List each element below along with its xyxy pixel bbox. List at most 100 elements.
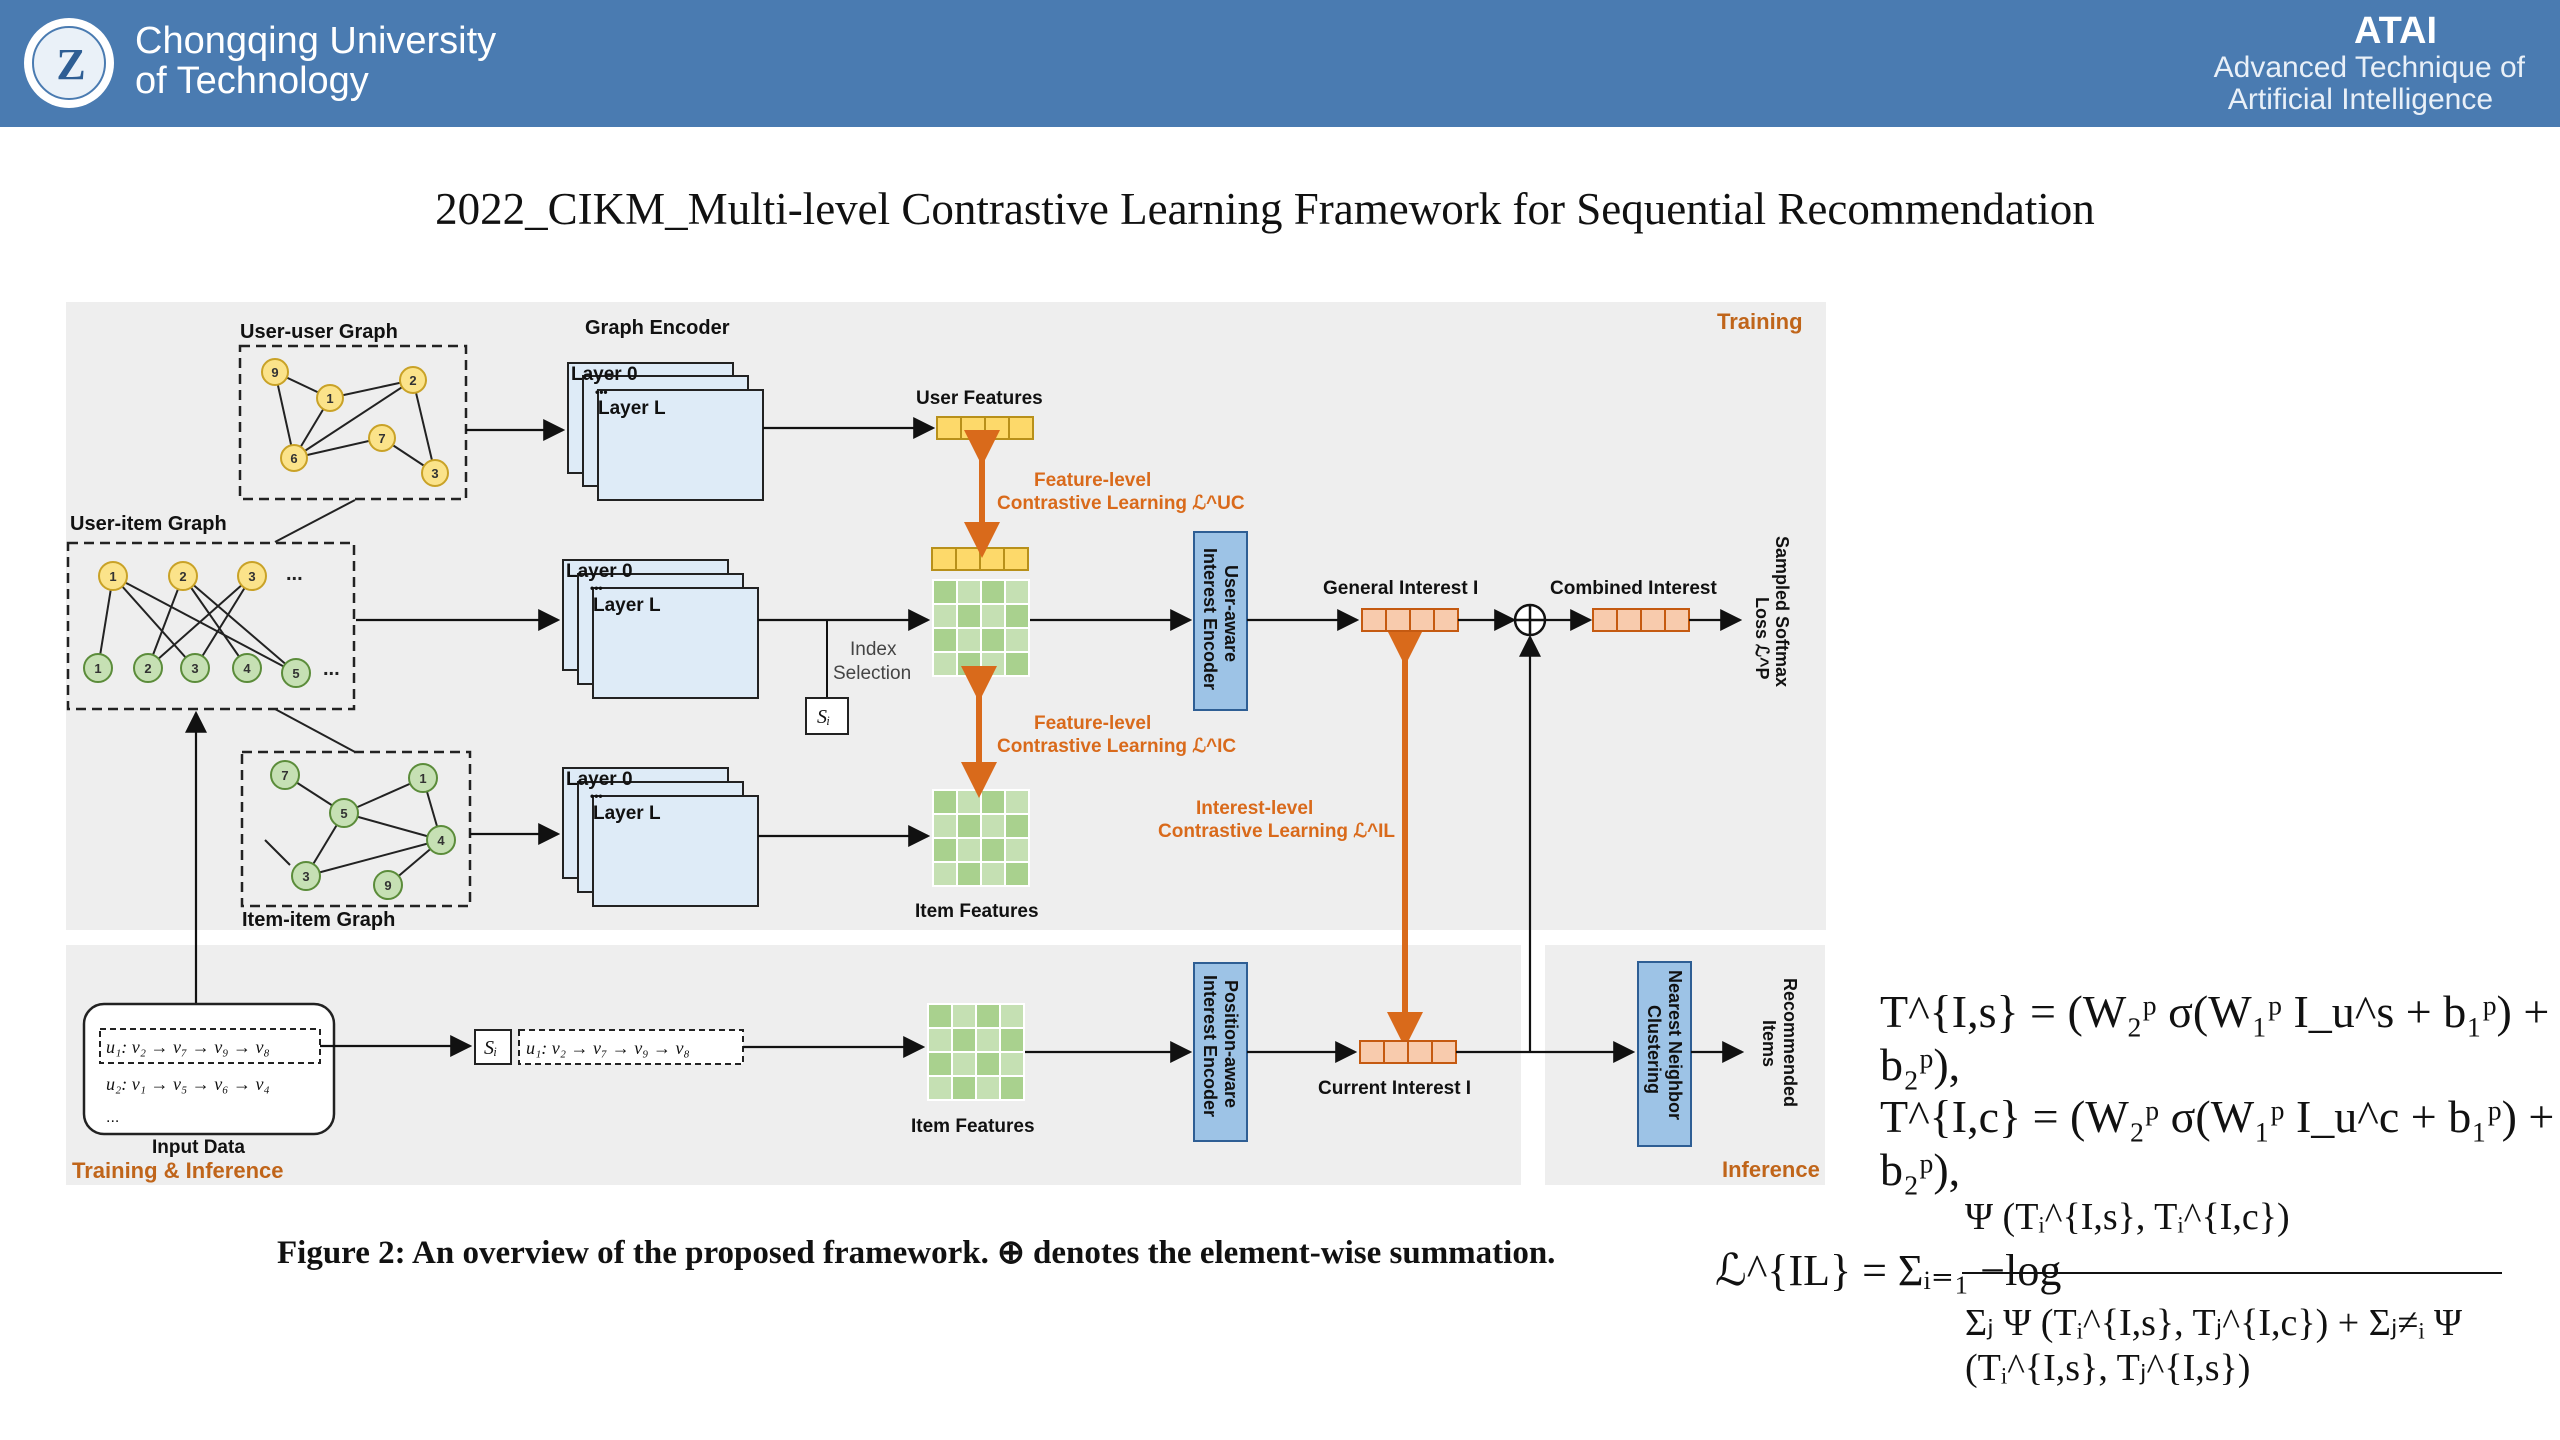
seq-si-label: Sᵢ: [484, 1037, 497, 1059]
matrix-cell: [980, 789, 1006, 815]
middle-user-row: [931, 547, 1029, 571]
matrix-cell: [956, 651, 982, 677]
matrix-cell: [927, 1003, 953, 1029]
matrix-cell: [1004, 861, 1030, 887]
contrastive-il-label: Contrastive Learning ℒ^IL: [1158, 821, 1395, 842]
user-user-graph-label: User-user Graph: [240, 321, 398, 343]
graph-encoder-bottom: [562, 767, 759, 907]
feature-level-uc-label: Feature-level: [1034, 470, 1151, 491]
matrix-cell: [975, 1051, 1001, 1077]
ui-item-ellipsis: ...: [323, 658, 340, 680]
seq-u1-label: u₁: v₂ → v₇ → v₉ → v₈: [526, 1038, 690, 1058]
matrix-cell: [999, 1051, 1025, 1077]
nearest-neighbor-label-2: Clustering: [1644, 1005, 1664, 1094]
combined-interest-label: Combined Interest: [1550, 578, 1717, 599]
item-features-bottom-label: Item Features: [911, 1116, 1035, 1137]
matrix-cell: [932, 651, 958, 677]
current-interest-vector: [1359, 1040, 1457, 1064]
nearest-neighbor-label-1: Nearest Neighbor: [1665, 970, 1685, 1120]
matrix-cell: [980, 627, 1006, 653]
item-features-label: Item Features: [915, 901, 1039, 922]
matrix-cell: [980, 579, 1006, 605]
matrix-cell: [956, 813, 982, 839]
lab-logo-text: ATAI: [2353, 10, 2437, 52]
training-label: Training: [1717, 309, 1803, 334]
matrix-cell: [975, 1003, 1001, 1029]
matrix-cell: [999, 1075, 1025, 1101]
matrix-cell: [956, 627, 982, 653]
layer-dots: •••: [590, 789, 603, 803]
ui-user-node-label: 2: [179, 569, 186, 584]
user-features-vector: [936, 416, 1034, 440]
header-bar: Z Chongqing University of Technology ATA…: [0, 0, 2560, 127]
feature-level-ic-label: Feature-level: [1034, 713, 1151, 734]
matrix-cell: [1004, 813, 1030, 839]
uu-node-label: 6: [290, 451, 297, 466]
ui-user-ellipsis: ...: [286, 563, 303, 585]
matrix-cell: [975, 1027, 1001, 1053]
combined-interest-vector: [1592, 608, 1690, 632]
position-aware-label-2: Interest Encoder: [1200, 975, 1220, 1117]
s-i-label: Sᵢ: [817, 706, 830, 728]
inference-label: Inference: [1722, 1157, 1820, 1182]
matrix-cell: [932, 861, 958, 887]
ui-item-node-label: 1: [94, 661, 101, 676]
matrix-cell: [980, 603, 1006, 629]
matrix-cell: [956, 861, 982, 887]
layer0-label: Layer 0: [571, 364, 638, 385]
general-interest-label: General Interest I: [1323, 578, 1478, 599]
ii-node-label: 7: [281, 768, 288, 783]
ii-node-label: 3: [302, 869, 309, 884]
logo-emblem-icon: Z: [32, 26, 106, 100]
layer0-label: Layer 0: [566, 561, 633, 582]
matrix-cell: [1004, 579, 1030, 605]
item-item-graph-label: Item-item Graph: [242, 909, 395, 931]
ui-item-node-label: 4: [243, 661, 251, 676]
ui-item-node-label: 2: [144, 661, 151, 676]
general-interest-vector: [1361, 608, 1459, 632]
matrix-cell: [956, 579, 982, 605]
matrix-cell: [980, 651, 1006, 677]
item-item-graph-box: [240, 750, 472, 908]
matrix-cell: [999, 1003, 1025, 1029]
layerL-label: Layer L: [593, 803, 661, 824]
matrix-cell: [980, 813, 1006, 839]
ii-node-label: 4: [437, 833, 445, 848]
recommended-label-2: Items: [1759, 1020, 1779, 1067]
layer0-label: Layer 0: [566, 769, 633, 790]
item-item-graph-nodes: [270, 760, 456, 900]
matrix-cell: [980, 837, 1006, 863]
matrix-cell: [932, 603, 958, 629]
ui-to-ii-line: [274, 708, 356, 753]
ui-item-node-label: 3: [191, 661, 198, 676]
sampled-softmax-label-1: Sampled Softmax: [1772, 536, 1792, 687]
item-features-matrix: [932, 789, 1030, 887]
matrix-cell: [932, 789, 958, 815]
figure-caption: Figure 2: An overview of the proposed fr…: [277, 1235, 1556, 1271]
university-name-line1: Chongqing University: [135, 20, 497, 62]
equation-t-is: T^{I,s} = (W₂ᵖ σ(W₁ᵖ I_u^s + b₁ᵖ) + b₂ᵖ)…: [1880, 986, 2550, 1090]
equation-loss-numerator: Ψ (Tᵢ^{I,s}, Tᵢ^{I,c}): [1965, 1196, 2290, 1238]
matrix-cell: [951, 1003, 977, 1029]
ui-to-uu-line: [274, 499, 356, 543]
user-item-item-nodes: [83, 653, 311, 688]
input-seq-dash: ...: [106, 1109, 119, 1126]
contrastive-uc-label: Contrastive Learning ℒ^UC: [997, 493, 1245, 514]
user-features-label: User Features: [916, 388, 1043, 409]
matrix-cell: [1004, 789, 1030, 815]
layerL-label: Layer L: [593, 595, 661, 616]
matrix-cell: [951, 1027, 977, 1053]
uu-node-label: 9: [271, 365, 278, 380]
matrix-cell: [1004, 603, 1030, 629]
matrix-cell: [932, 837, 958, 863]
equation-loss-denominator: Σⱼ Ψ (Tᵢ^{I,s}, Tⱼ^{I,c}) + Σⱼ≠ᵢ Ψ (Tᵢ^{…: [1965, 1302, 2463, 1389]
lab-desc-line1: Advanced Technique of: [2213, 51, 2525, 84]
middle-item-matrix: [932, 579, 1030, 677]
matrix-cell: [1004, 651, 1030, 677]
contrastive-ic-label: Contrastive Learning ℒ^IC: [997, 736, 1236, 757]
matrix-cell: [980, 861, 1006, 887]
ui-item-node-label: 5: [292, 666, 299, 681]
matrix-cell: [975, 1075, 1001, 1101]
graph-encoder-label: Graph Encoder: [585, 317, 730, 339]
